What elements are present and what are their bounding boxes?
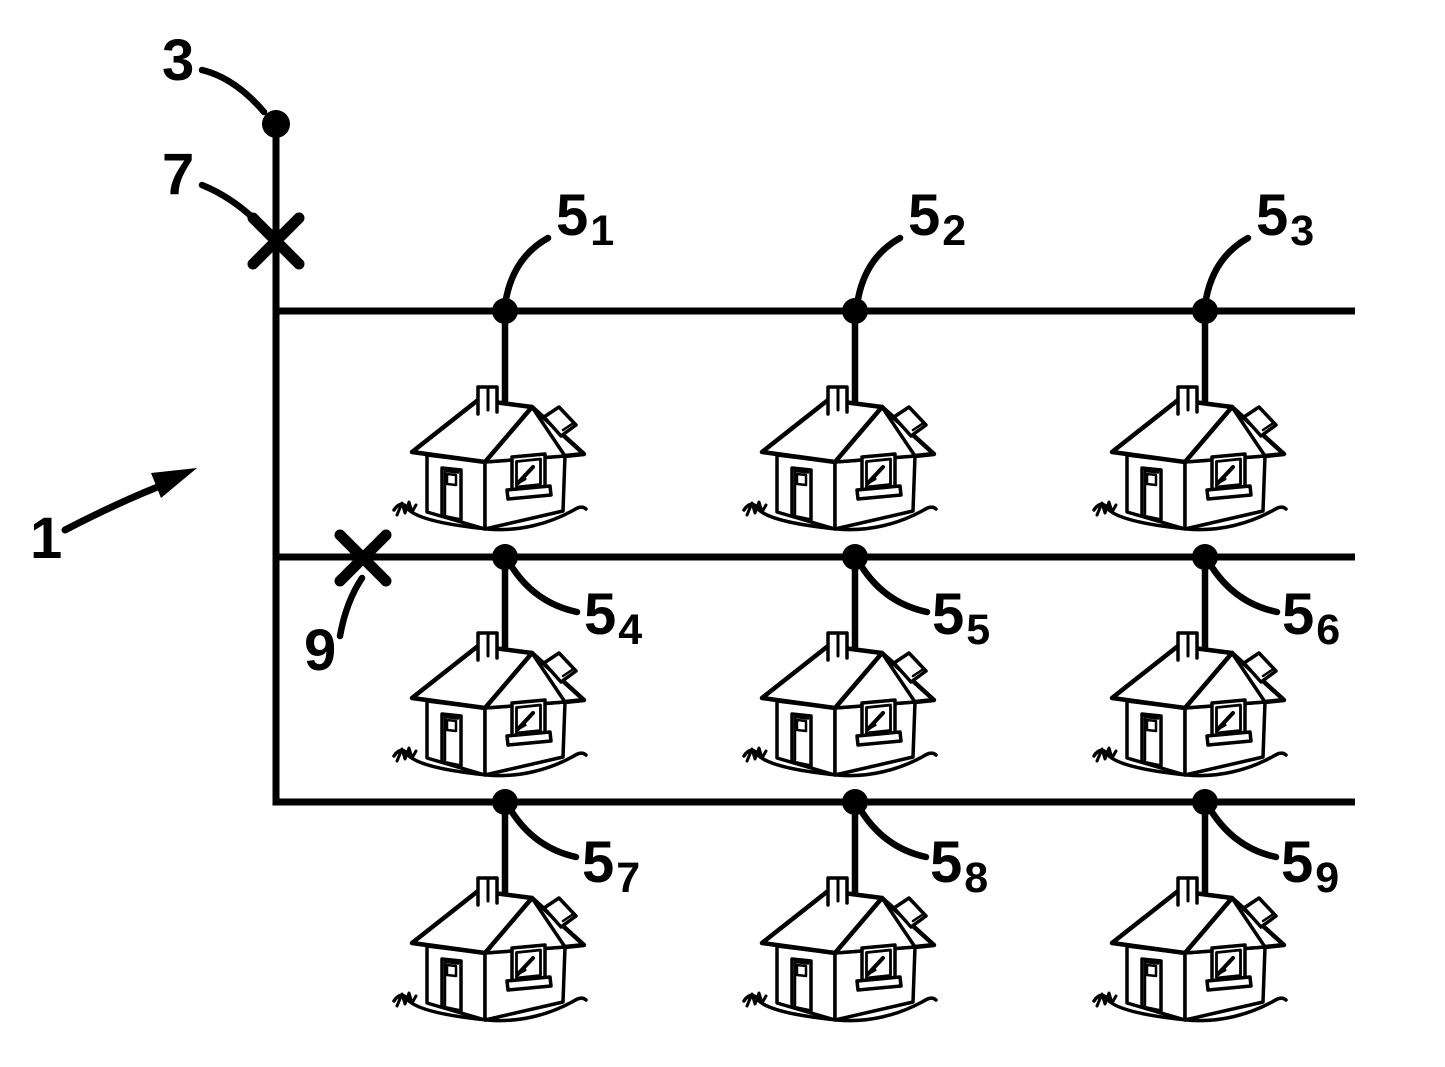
ref-label-7: 7 — [162, 146, 194, 204]
leader-9 — [336, 574, 366, 640]
ref-label-5-8-sub: 8 — [964, 854, 989, 902]
ref-label-5-2-base: 5 — [908, 183, 941, 248]
house-icon-6 — [1094, 633, 1286, 776]
house-icon-7 — [394, 878, 586, 1021]
ref-label-5-7-base: 5 — [582, 830, 615, 895]
ref-label-5-9-sub: 9 — [1315, 854, 1340, 902]
tap-dot-5-1 — [492, 298, 518, 324]
leader-5-3 — [1202, 234, 1252, 303]
leader-lines — [198, 66, 1281, 861]
leader-5-7 — [506, 805, 580, 861]
leader-5-9 — [1206, 805, 1280, 861]
leader-7 — [198, 181, 266, 231]
ref-label-9-text: 9 — [304, 618, 337, 683]
house-icon-2 — [744, 387, 936, 530]
house-icon-8 — [744, 878, 936, 1021]
system-arrow-head — [151, 468, 197, 498]
houses — [394, 387, 1286, 1021]
ref-label-7-text: 7 — [162, 142, 195, 207]
ref-label-5-1-base: 5 — [556, 183, 589, 248]
ref-label-5-5-sub: 5 — [966, 606, 991, 654]
ref-label-5-4-sub: 4 — [618, 606, 643, 654]
ref-label-5-3-sub: 3 — [1290, 207, 1315, 255]
ref-label-3-text: 3 — [162, 28, 195, 93]
tap-dot-5-2 — [842, 298, 868, 324]
leader-5-2 — [854, 234, 904, 303]
leader-5-5 — [856, 560, 931, 616]
ref-label-5-4: 54 — [584, 586, 642, 652]
ref-label-5-8: 58 — [930, 834, 988, 900]
network-lines — [272, 124, 1355, 806]
leader-5-1 — [502, 234, 552, 303]
ref-label-5-4-base: 5 — [584, 582, 617, 647]
house-icon-4 — [394, 633, 586, 776]
ref-label-5-9-base: 5 — [1281, 830, 1314, 895]
system-arrow — [61, 468, 197, 534]
x-mark-9 — [334, 529, 392, 587]
tap-dot-5-3 — [1192, 298, 1218, 324]
ref-label-5-1-sub: 1 — [590, 207, 615, 255]
leader-5-8 — [856, 805, 930, 861]
ref-label-1-text: 1 — [30, 506, 63, 571]
house-icon-1 — [394, 387, 586, 530]
leader-5-6 — [1206, 560, 1281, 616]
node-dots — [262, 110, 1218, 815]
ref-label-5-3: 53 — [1256, 187, 1314, 253]
ref-label-5-6-sub: 6 — [1316, 606, 1341, 654]
supply-node-dot — [262, 110, 290, 138]
ref-label-5-6-base: 5 — [1282, 582, 1315, 647]
ref-label-5-5-base: 5 — [932, 582, 965, 647]
ref-label-5-3-base: 5 — [1256, 183, 1289, 248]
ref-label-5-6: 56 — [1282, 586, 1340, 652]
ref-label-9: 9 — [304, 622, 336, 680]
ref-label-5-2-sub: 2 — [942, 207, 967, 255]
feeder-line — [272, 124, 1355, 806]
house-icon-9 — [1094, 878, 1286, 1021]
ref-label-5-1: 51 — [556, 187, 614, 253]
ref-label-1: 1 — [30, 510, 62, 568]
ref-label-3: 3 — [162, 32, 194, 90]
ref-label-5-7-sub: 7 — [616, 854, 641, 902]
ref-label-5-5: 55 — [932, 586, 990, 652]
ref-label-5-7: 57 — [582, 834, 640, 900]
leader-3 — [198, 66, 268, 116]
house-icon-3 — [1094, 387, 1286, 530]
ref-label-5-2: 52 — [908, 187, 966, 253]
system-arrow-shaft — [61, 482, 164, 534]
ref-label-5-8-base: 5 — [930, 830, 963, 895]
ref-label-5-9: 59 — [1281, 834, 1339, 900]
leader-5-4 — [506, 560, 581, 616]
house-icon-5 — [744, 633, 936, 776]
service-drops — [501, 311, 1209, 895]
